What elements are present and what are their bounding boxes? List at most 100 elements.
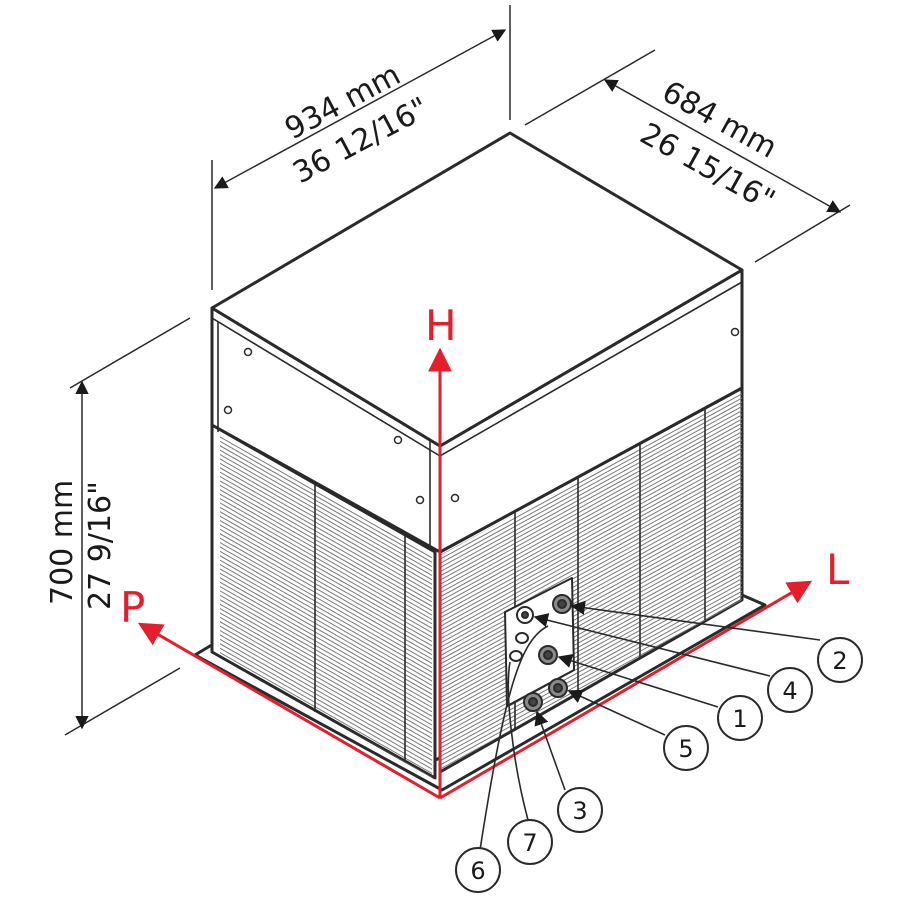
louver-fin [440, 492, 742, 661]
louver-fin [440, 500, 742, 669]
louver-fin [220, 537, 432, 669]
callout-leaders [479, 600, 821, 851]
louver-fin [220, 489, 432, 621]
callout-1: 1 [717, 695, 763, 741]
louver-fin [440, 568, 742, 737]
louver-fin [440, 442, 742, 611]
callout-5: 5 [663, 725, 709, 771]
louver-fin [220, 634, 432, 766]
svg-text:6: 6 [470, 857, 485, 885]
louver-fin [220, 621, 432, 753]
callout-4: 4 [767, 667, 813, 713]
louver-fin [440, 513, 742, 682]
louver-fin [220, 647, 432, 778]
height-imperial: 27 9/16" [83, 481, 118, 610]
callout-3: 3 [557, 787, 603, 833]
louver-fin [440, 542, 742, 711]
axis-label-p: P [120, 583, 145, 632]
louver-fin [440, 589, 742, 758]
louver-fin [220, 440, 432, 572]
louver-fin [220, 497, 432, 629]
louver-fin [220, 594, 432, 726]
height-metric: 700 mm [45, 480, 80, 605]
louver-fin [440, 433, 742, 602]
louver-fin [220, 546, 432, 678]
louver-fin [440, 392, 742, 560]
louver-fin [220, 436, 432, 568]
louver-fin [220, 581, 432, 713]
louver-fin [440, 416, 742, 585]
louver-fin [220, 458, 432, 590]
svg-text:3: 3 [572, 797, 587, 825]
louver-fin [220, 462, 432, 594]
louver-fin [220, 511, 432, 643]
louver-fin [220, 629, 432, 761]
svg-text:7: 7 [522, 829, 537, 857]
length-axis [439, 580, 813, 800]
louver-fin [440, 496, 742, 665]
louver-fin [440, 395, 742, 564]
svg-text:4: 4 [782, 677, 797, 705]
louver-fin [440, 471, 742, 640]
louver-fin [440, 463, 742, 632]
louver-fin [440, 425, 742, 594]
louver-fin [220, 484, 432, 616]
louver-fin [220, 550, 432, 682]
louver-fin [220, 467, 432, 599]
louver-fin [220, 577, 432, 709]
svg-text:2: 2 [832, 647, 847, 675]
louver-fin [220, 559, 432, 691]
louver-fin [440, 559, 742, 728]
callout-7: 7 [507, 819, 553, 865]
louver-fin [440, 597, 742, 766]
louver-fin [220, 563, 432, 695]
louver-fin [440, 446, 742, 615]
louver-fin [220, 502, 432, 634]
louver-fin [220, 524, 432, 656]
louver-fin [440, 475, 742, 644]
svg-text:1: 1 [732, 705, 747, 733]
depth-axis [137, 622, 441, 800]
louver-fin [440, 488, 742, 657]
louver-fin [440, 467, 742, 636]
louver-fin [220, 449, 432, 581]
louver-fin [220, 585, 432, 717]
louver-fin [220, 616, 432, 748]
louver-fin [220, 435, 432, 563]
axis-lines [137, 347, 813, 800]
louver-fin [440, 408, 742, 577]
louver-fin [440, 576, 742, 745]
louver-fin [440, 572, 742, 741]
louver-fin [220, 603, 432, 735]
louver-fin [440, 538, 742, 707]
louver-fin [440, 526, 742, 695]
louver-fin [440, 429, 742, 598]
louver-fin [440, 530, 742, 699]
louver-fin [220, 471, 432, 603]
louver-fin [220, 612, 432, 744]
louver-fin [220, 453, 432, 585]
louver-fin [440, 421, 742, 590]
louver-fin [440, 509, 742, 678]
axis-label-l: L [826, 545, 850, 594]
axis-label-h: H [425, 301, 457, 350]
louver-fin [220, 572, 432, 704]
louver-fin [220, 475, 432, 607]
louver-fin [220, 528, 432, 660]
louver-fin [220, 643, 432, 775]
louver-fin [440, 534, 742, 703]
louver-fin [440, 521, 742, 690]
louver-fin [440, 555, 742, 724]
louver-fin [220, 541, 432, 673]
louver-fin [220, 568, 432, 700]
louver-fin [440, 551, 742, 720]
louver-fin [220, 607, 432, 739]
louver-fin [220, 445, 432, 577]
louver-fin [220, 515, 432, 647]
louver-fin [220, 493, 432, 625]
louver-fin [220, 506, 432, 638]
louver-fin [220, 625, 432, 757]
louver-fin [440, 454, 742, 623]
svg-text:5: 5 [678, 735, 693, 763]
